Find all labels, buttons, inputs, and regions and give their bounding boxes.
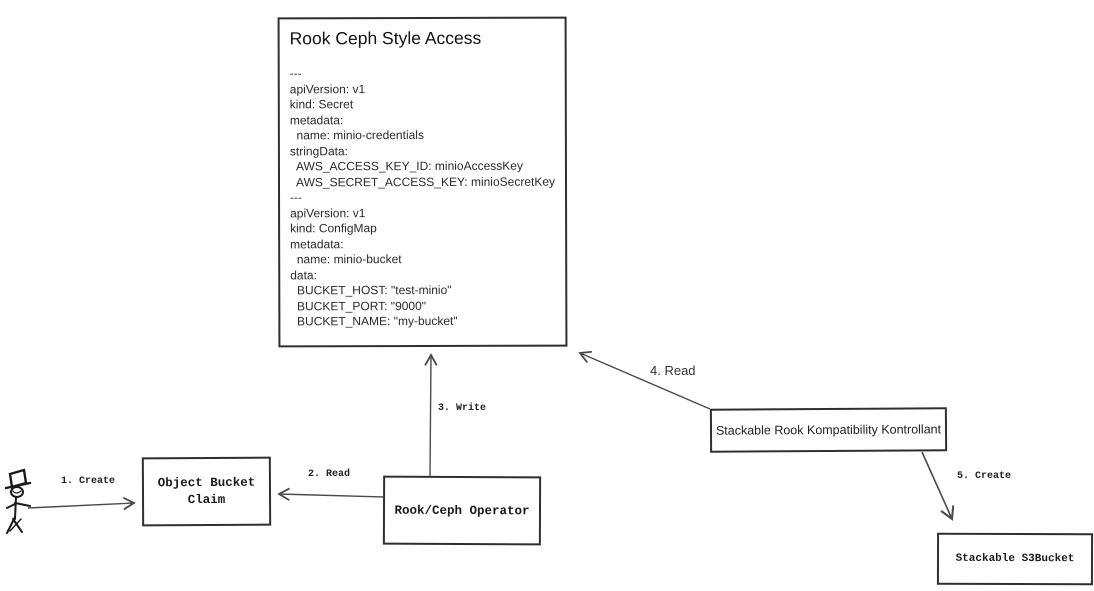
- spec-box-title: Rook Ceph Style Access: [289, 27, 482, 49]
- node-rook-ceph-operator: Rook/Ceph Operator: [382, 475, 542, 546]
- arrow-3-write: [424, 353, 438, 477]
- user-stick-figure-icon: [4, 468, 32, 534]
- spec-box-yaml-content: --- apiVersion: v1 kind: Secret metadata…: [289, 66, 556, 329]
- node-stackable-kontrollant-label: Stackable Rook Kompatibility Kontrollant: [715, 422, 942, 438]
- spec-box-rook-ceph-style-access: Rook Ceph Style Access --- apiVersion: v…: [277, 16, 568, 348]
- node-stackable-s3bucket-label: Stackable S3Bucket: [955, 552, 1075, 566]
- edge-label-5-create: 5. Create: [957, 471, 1012, 482]
- edge-label-1-create: 1. Create: [61, 476, 116, 487]
- arrow-2-read: [277, 487, 384, 501]
- arrow-4-read: [578, 350, 711, 410]
- arrow-1-create: [27, 496, 136, 511]
- node-object-bucket-claim-label: Object Bucket Claim: [157, 475, 256, 507]
- node-object-bucket-claim: Object Bucket Claim: [141, 456, 272, 527]
- edge-label-2-read: 2. Read: [308, 469, 351, 480]
- edge-label-4-read: 4. Read: [650, 363, 696, 378]
- arrow-5-create: [921, 451, 955, 521]
- node-stackable-rook-kompatibility-kontrollant: Stackable Rook Kompatibility Kontrollant: [709, 407, 948, 453]
- edge-label-3-write: 3. Write: [438, 403, 487, 414]
- node-stackable-s3bucket: Stackable S3Bucket: [936, 532, 1094, 586]
- node-rook-ceph-operator-label: Rook/Ceph Operator: [394, 503, 530, 518]
